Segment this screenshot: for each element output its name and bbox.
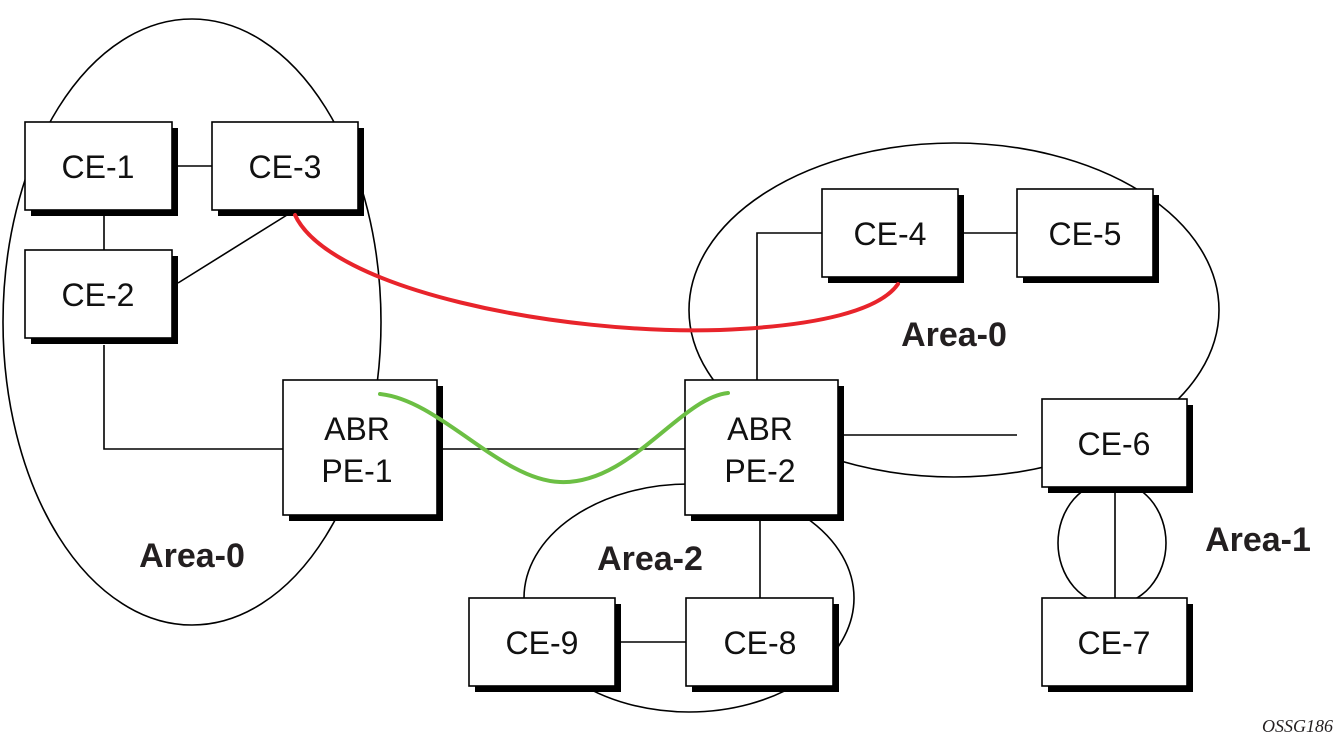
area-0-left-outline [2, 18, 382, 626]
area-1-outline [1057, 480, 1167, 606]
node-ce-3: CE-3 [211, 121, 364, 216]
node-label: CE-5 [1049, 216, 1122, 252]
node-label-line1: ABR [324, 411, 390, 447]
area-label-area-0-left: Area-0 [139, 537, 245, 575]
node-label-line1: ABR [727, 411, 793, 447]
node-label-line2: PE-1 [321, 453, 392, 489]
node-ce-8: CE-8 [685, 597, 839, 692]
node-label: CE-7 [1078, 625, 1151, 661]
red-path-ce3-ce4 [293, 213, 900, 333]
node-label: CE-9 [506, 625, 579, 661]
node-label: CE-4 [854, 216, 927, 252]
node-label: CE-2 [62, 277, 135, 313]
node-pe-1: ABR PE-1 [282, 379, 443, 521]
node-label: CE-3 [249, 149, 322, 185]
node-pe-2: ABR PE-2 [684, 379, 844, 521]
green-path-pe1-pe2 [378, 391, 730, 485]
link-ce2-pe1 [103, 345, 283, 450]
node-ce-1: CE-1 [24, 121, 178, 216]
node-ce-5: CE-5 [1016, 188, 1159, 283]
area-label-area-0-right: Area-0 [901, 316, 1007, 354]
node-label-line2: PE-2 [724, 453, 795, 489]
figure-id: OSSG186 [1262, 716, 1333, 736]
area-label-area-1: Area-1 [1205, 521, 1311, 559]
node-ce-9: CE-9 [468, 597, 621, 692]
area-label-area-2: Area-2 [597, 540, 703, 578]
node-label: CE-6 [1078, 426, 1151, 462]
node-ce-2: CE-2 [24, 249, 178, 344]
node-ce-4: CE-4 [821, 188, 964, 283]
area-0-right-outline [688, 142, 1220, 478]
node-ce-6: CE-6 [1041, 398, 1193, 493]
node-label: CE-8 [724, 625, 797, 661]
node-label: CE-1 [62, 149, 135, 185]
node-ce-7: CE-7 [1041, 597, 1193, 692]
link-pe2-ce4 [756, 232, 822, 380]
link-ce2-ce3 [177, 214, 288, 284]
